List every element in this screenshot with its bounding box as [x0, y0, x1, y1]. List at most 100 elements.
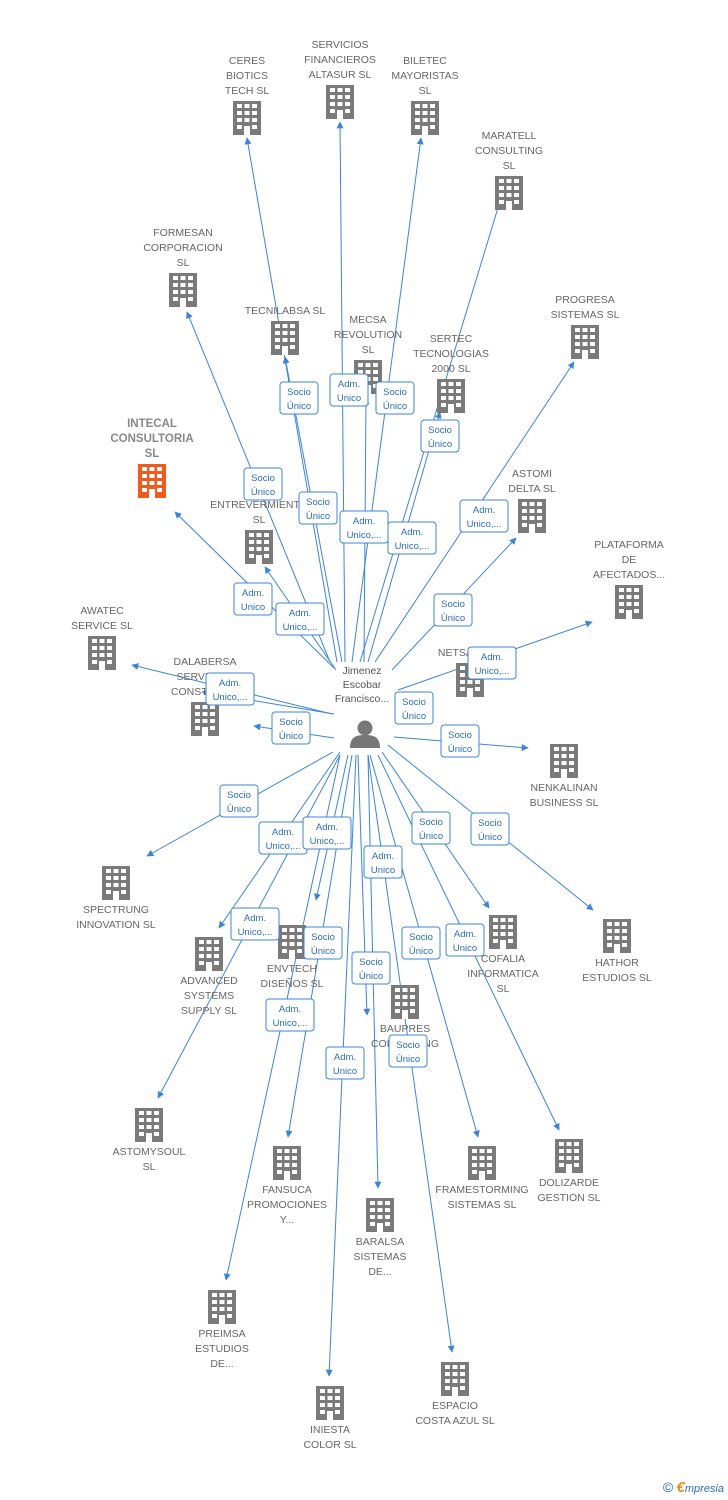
- relation-label-line: Adm.: [372, 851, 394, 862]
- company-node-plataforma[interactable]: PLATAFORMADEAFECTADOS...: [593, 539, 665, 619]
- relation-label-line: Adm.: [289, 608, 311, 619]
- person-node[interactable]: Jimenez Escobar Francisco...: [335, 665, 389, 748]
- building-icon: [278, 925, 306, 959]
- relation-label-line: Unico,...: [213, 692, 248, 703]
- company-name-line: MECSA: [349, 314, 386, 326]
- relation-badge[interactable]: Adm.Unico,...: [275, 602, 325, 636]
- relation-badge[interactable]: Adm.Unico,...: [258, 821, 308, 855]
- relation-label-line: Socio: [402, 697, 426, 708]
- company-name-line: DE...: [368, 1266, 391, 1278]
- relation-badge[interactable]: Adm.Unico,...: [339, 510, 389, 544]
- relation-badge[interactable]: Adm.Unico,...: [302, 816, 352, 850]
- relation-label-line: Unico,...: [475, 666, 510, 677]
- company-name-line: CONSULTING: [475, 145, 543, 157]
- relation-label-line: Unico,...: [310, 836, 345, 847]
- building-icon: [518, 499, 546, 533]
- relation-badge-frame: [470, 812, 510, 846]
- relation-label-line: Único: [448, 744, 472, 755]
- relation-badge[interactable]: Adm.Unico,...: [387, 521, 437, 555]
- relation-badge-frame: [279, 381, 319, 415]
- company-name-line: MAYORISTAS: [391, 70, 458, 82]
- person-name-line-3: Francisco...: [335, 693, 389, 705]
- building-icon: [233, 101, 261, 135]
- relation-badge-frame: [302, 816, 352, 850]
- relation-label-line: Adm.: [244, 913, 266, 924]
- relation-label-line: Adm.: [219, 678, 241, 689]
- company-name-line: SERTEC: [430, 333, 473, 345]
- relation-label-line: Único: [251, 487, 275, 498]
- company-node-baralsa[interactable]: BARALSASISTEMASDE...: [353, 1198, 407, 1278]
- relation-label-line: Unico,...: [395, 541, 430, 552]
- relation-label-line: Unico,...: [467, 519, 502, 530]
- company-node-preimsa[interactable]: PREIMSAESTUDIOSDE...: [195, 1290, 249, 1370]
- company-name-line: DISEÑOS SL: [260, 977, 323, 990]
- company-name-line: BIOTICS: [226, 70, 268, 82]
- relation-badge-frame: [243, 467, 283, 501]
- relation-badge[interactable]: Adm.Unico: [233, 582, 273, 616]
- relation-badge[interactable]: Adm. Unico,...: [205, 672, 255, 706]
- company-name-line: ESTUDIOS SL: [582, 972, 652, 984]
- brand-initial: €: [676, 1479, 685, 1496]
- company-name-line: PROGRESA: [555, 294, 615, 306]
- building-icon: [102, 866, 130, 900]
- relation-badge[interactable]: Adm.Unico,...: [265, 998, 315, 1032]
- relation-label-line: Adm.: [272, 827, 294, 838]
- relation-badge[interactable]: Adm.Unico: [325, 1046, 365, 1080]
- company-node-tecnilabsa[interactable]: TECNILABSA SL: [245, 305, 326, 355]
- relation-badge[interactable]: Adm.Unico,...: [230, 907, 280, 941]
- company-node-fansuca[interactable]: FANSUCAPROMOCIONESY...: [247, 1146, 327, 1226]
- relation-badge[interactable]: Adm.Unico: [363, 845, 403, 879]
- relation-label-line: Unico,...: [273, 1018, 308, 1029]
- relation-badge[interactable]: Adm.Unico: [329, 373, 369, 407]
- company-name-line: PLATAFORMA: [594, 539, 664, 551]
- building-icon: [366, 1198, 394, 1232]
- company-name-line: SL: [145, 448, 160, 460]
- relation-badge[interactable]: Adm.Unico: [445, 923, 485, 957]
- relation-label-line: Unico: [333, 1066, 357, 1077]
- company-name-line: SERVICIOS: [312, 39, 369, 51]
- relation-badge[interactable]: Adm.Unico,...: [459, 499, 509, 533]
- relation-label-line: Único: [311, 946, 335, 957]
- relation-badge[interactable]: Adm.Unico,...: [467, 646, 517, 680]
- relation-label-line: Socio: [311, 932, 335, 943]
